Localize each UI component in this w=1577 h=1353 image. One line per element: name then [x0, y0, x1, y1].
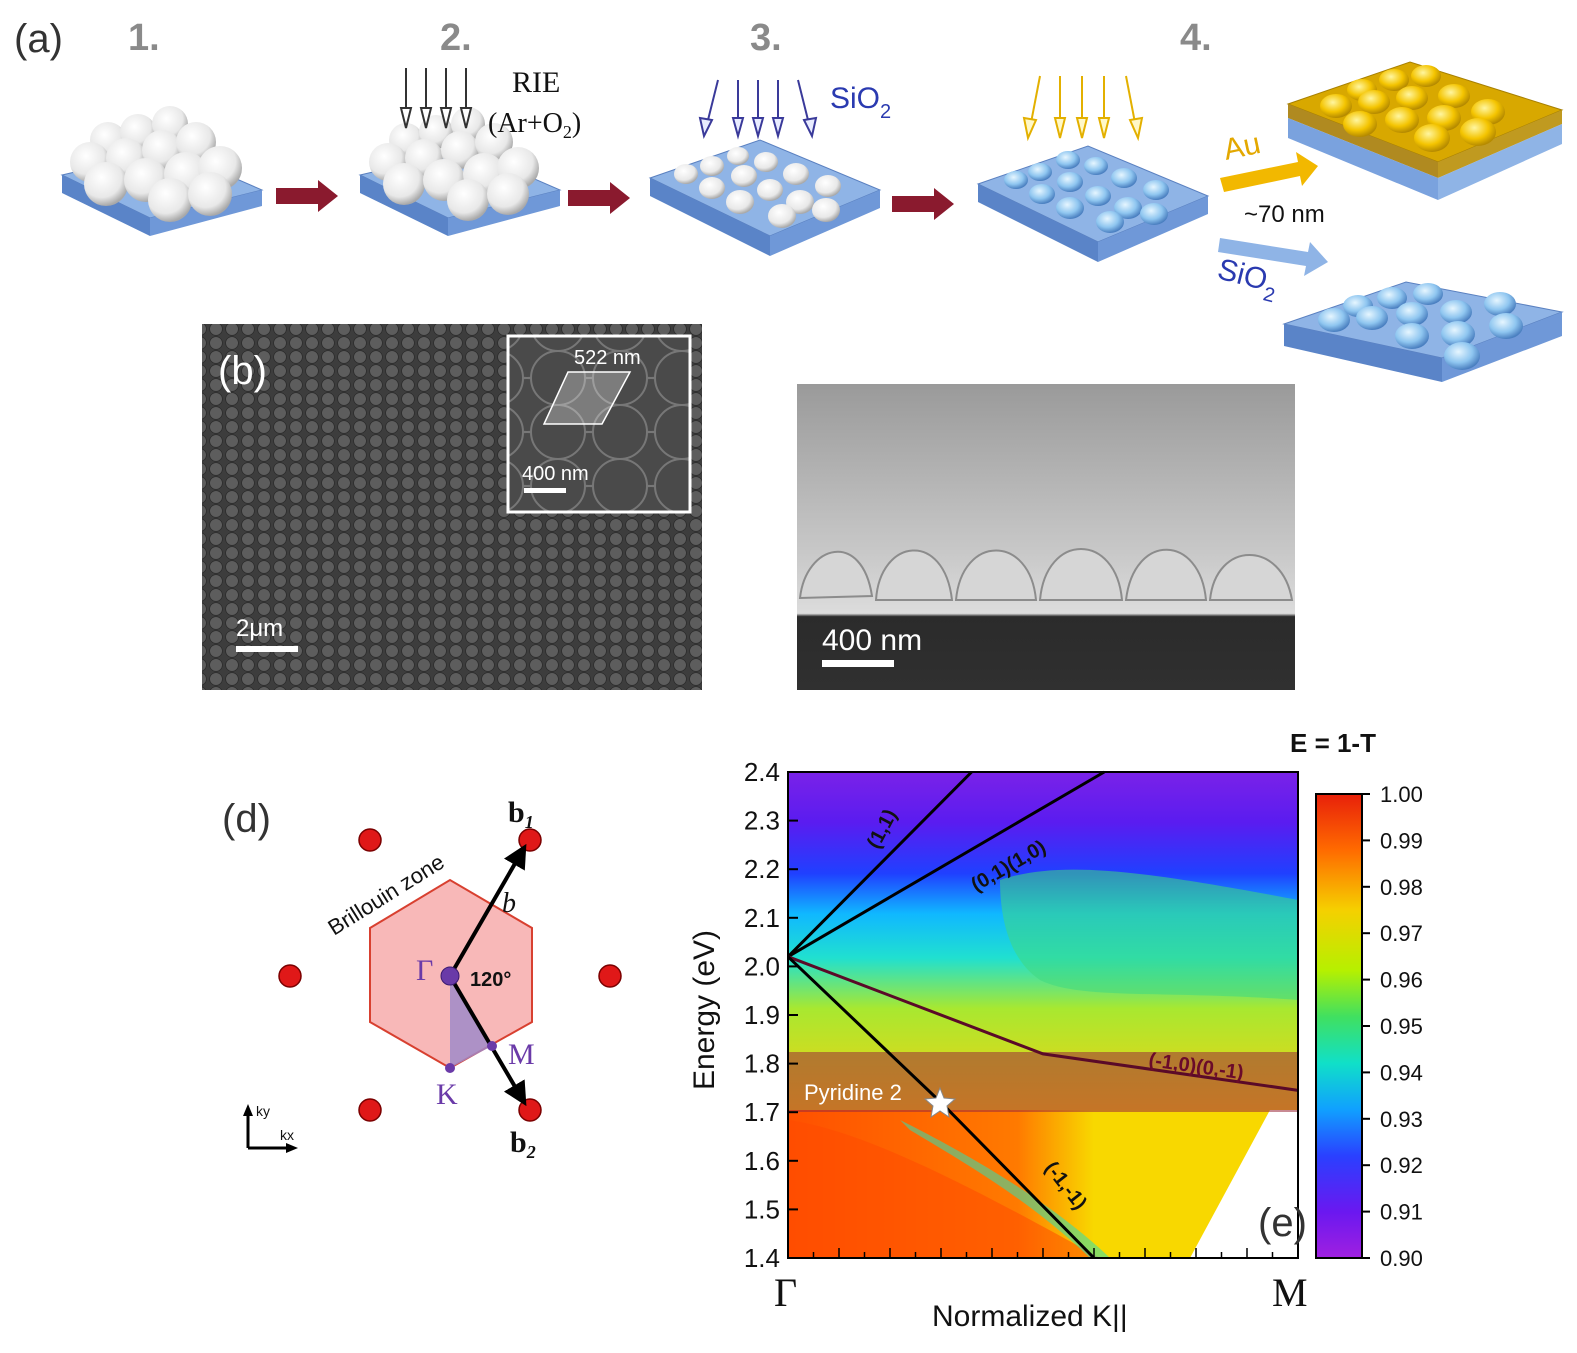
panel-e-label: (e)	[1258, 1201, 1307, 1245]
colorbar-tick-label: 1.00	[1380, 782, 1423, 807]
colorbar-tick-label: 0.97	[1380, 921, 1423, 946]
pyridine-band	[788, 1052, 1298, 1112]
gamma-point	[440, 966, 460, 986]
angle-label: 120°	[470, 969, 511, 991]
colorbar-tick-label: 0.92	[1380, 1153, 1423, 1178]
no-data-region	[1190, 1110, 1298, 1258]
y-axis-label: Energy (eV)	[688, 930, 721, 1090]
k-axes: ky kx	[243, 1103, 298, 1153]
y-tick-label: 1.5	[744, 1194, 780, 1224]
kx-label: kx	[280, 1127, 294, 1143]
rie-label: RIE	[512, 66, 560, 99]
colorbar-tick-label: 0.91	[1380, 1200, 1423, 1225]
rie-arrows	[399, 68, 473, 129]
colorbar-tick-label: 0.90	[1380, 1246, 1423, 1271]
arrow-3-4	[892, 188, 954, 220]
panel-e-chart: Pyridine 2 (1,1) (0,1)(1,0) (-1,0)(0,-1)…	[688, 728, 1423, 1333]
mode-line-2	[787, 770, 1105, 958]
k-label: K	[436, 1078, 458, 1111]
gold-arrows	[1022, 75, 1144, 142]
panel-b-label: (b)	[218, 349, 267, 393]
mode-line-1	[786, 770, 973, 958]
arrow-1-2	[276, 180, 338, 212]
au-result-bumps	[1320, 65, 1505, 152]
y-tick-label: 1.6	[744, 1146, 780, 1176]
rie-gas-label: (Ar+O2)	[488, 108, 581, 142]
y-tick-label: 1.4	[744, 1243, 780, 1273]
inset-scale-bar	[524, 488, 566, 493]
colorbar-title: E = 1-T	[1290, 728, 1376, 758]
panel-d: (d) Γ 120° K M b1 b2 b Brillouin zone ky	[222, 796, 622, 1162]
y-axis: 1.4 1.5 1.6 1.7 1.8 1.9 2.0 2.1 2.2 2.3 2.4	[744, 757, 798, 1273]
colorbar-tick-label: 0.99	[1380, 828, 1423, 853]
m-point-marker	[487, 1041, 497, 1051]
step-3-spheres	[674, 147, 841, 228]
colorbar-tick-label: 0.94	[1380, 1060, 1423, 1085]
irreducible-wedge	[450, 976, 492, 1068]
x-axis-ticks	[787, 1248, 1299, 1258]
sio2-deposit-label: SiO2	[830, 82, 891, 123]
y-tick-label: 2.1	[744, 903, 780, 933]
inset-scale-label: 400 nm	[522, 463, 589, 485]
y-tick-label: 1.9	[744, 1000, 780, 1030]
scale-bar	[236, 646, 298, 652]
colorbar-tick-label: 0.96	[1380, 968, 1423, 993]
y-tick-label: 1.8	[744, 1049, 780, 1079]
step-2-spheres	[369, 107, 539, 221]
step-4-label: 4.	[1180, 17, 1212, 59]
b-magnitude-label: b	[502, 888, 516, 919]
b2-label: b2	[510, 1126, 536, 1162]
b1-vector	[448, 843, 527, 978]
sio2-result-bumps	[1318, 283, 1523, 370]
step-1-spheres	[70, 106, 242, 222]
sio2-arrows	[698, 79, 818, 140]
ky-label: ky	[256, 1103, 270, 1119]
gamma-label: Γ	[416, 954, 433, 987]
panel-a-label: (a)	[14, 17, 63, 61]
mode-line-3	[787, 955, 1299, 1092]
pyridine-crossing-marker	[923, 1086, 957, 1119]
colorbar	[1315, 793, 1363, 1259]
pyridine-band-label: Pyridine 2	[804, 1080, 902, 1105]
arrow-to-au	[1220, 152, 1318, 192]
colorbar-tick-label: 0.98	[1380, 875, 1423, 900]
y-tick-label: 2.0	[744, 951, 780, 981]
thickness-label: ~70 nm	[1244, 201, 1325, 228]
arrow-2-3	[568, 182, 630, 214]
k-point-marker	[445, 1063, 455, 1073]
sem-side-scale-bar	[822, 660, 894, 667]
step-3-label: 3.	[750, 17, 782, 59]
y-tick-label: 2.4	[744, 757, 780, 787]
panel-d-label: (d)	[222, 797, 271, 841]
x-tick-gamma: Γ	[774, 1270, 797, 1315]
arrow-to-sio2	[1218, 238, 1328, 276]
panel-a: (a) 1. 2. 3. 4.	[14, 17, 1564, 382]
panel-c-sem: 400 nm	[797, 384, 1295, 690]
panel-b-sem: (b) 522 nm 400 nm 2μm	[202, 324, 702, 690]
m-label: M	[508, 1038, 535, 1071]
colorbar-tick-label: 0.93	[1380, 1107, 1423, 1132]
sem-inset: 522 nm 400 nm	[506, 334, 692, 514]
step-2-label: 2.	[440, 17, 472, 59]
step-4-hemispheres	[1004, 151, 1169, 233]
y-tick-label: 2.2	[744, 854, 780, 884]
y-tick-label: 2.3	[744, 806, 780, 836]
sem-side-scale-label: 400 nm	[822, 624, 922, 657]
sem-side-view	[797, 384, 1295, 690]
unit-cell-overlay	[542, 371, 632, 425]
sem-cross-section-domes	[798, 548, 1294, 601]
y-tick-label: 1.7	[744, 1097, 780, 1127]
x-axis-label: Normalized K||	[932, 1300, 1128, 1333]
sio2-branch-label: SiO2	[1212, 253, 1281, 308]
step-1-label: 1.	[128, 17, 160, 59]
b2-vector	[448, 974, 527, 1107]
colorbar-tick-label: 0.95	[1380, 1014, 1423, 1039]
b1-label: b1	[508, 796, 534, 832]
au-label: Au	[1221, 127, 1264, 167]
inset-period-label: 522 nm	[574, 347, 641, 369]
x-tick-m: M	[1272, 1270, 1308, 1315]
colorbar-ticks: 1.00 0.99 0.98 0.97 0.96 0.95 0.94 0.93 0.92 0.91…	[1362, 782, 1423, 1271]
scale-label: 2μm	[236, 615, 283, 642]
